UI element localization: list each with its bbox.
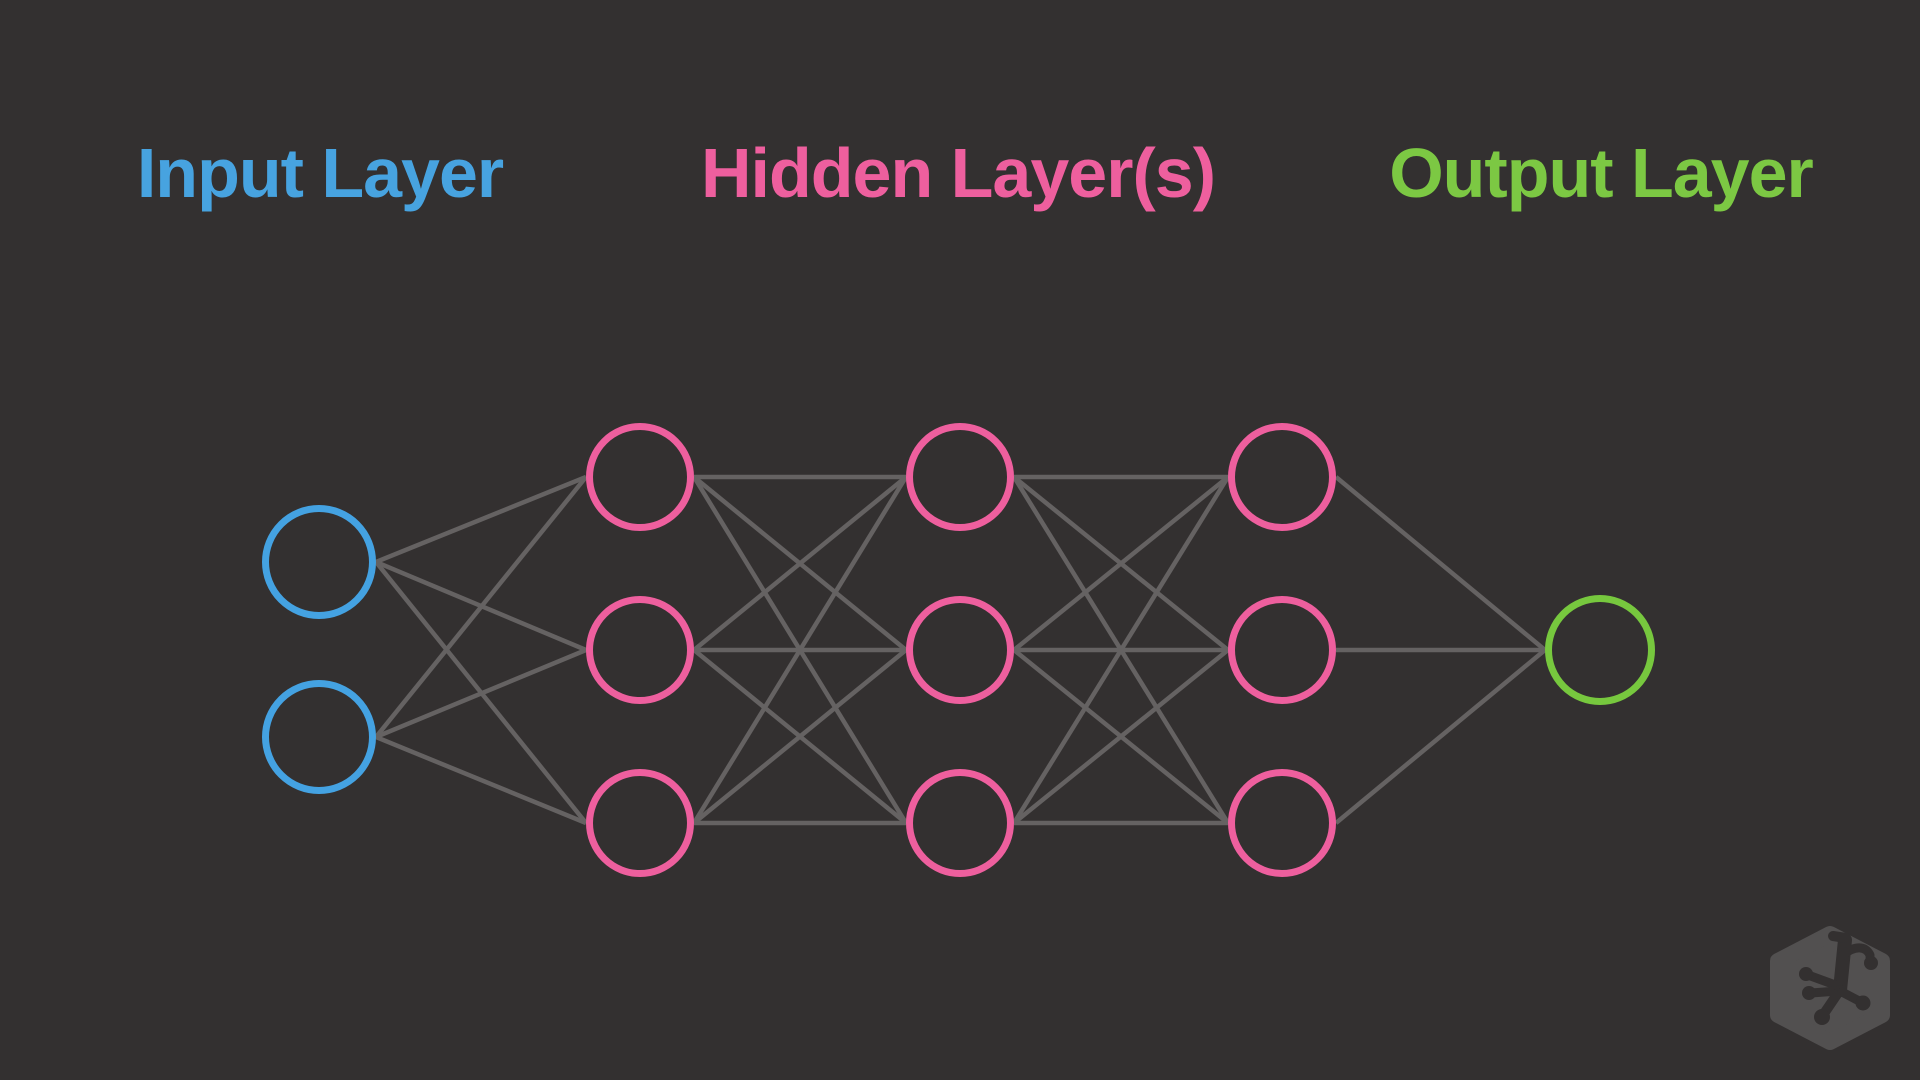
neuron-hidden-1-1 (586, 423, 694, 531)
neuron-input-1 (262, 505, 376, 619)
connection-line (374, 475, 588, 739)
logo-tree-cutout (1799, 931, 1878, 1025)
connection-line (692, 648, 908, 825)
neuron-hidden-2-2 (906, 596, 1014, 704)
neuron-hidden-2-1 (906, 423, 1014, 531)
neuron-hidden-3-1 (1228, 423, 1336, 531)
neuron-input-2 (262, 680, 376, 794)
connection-line (375, 734, 587, 826)
connection-line (1012, 475, 1230, 652)
output-layer-label: Output Layer (1389, 134, 1814, 212)
connection-line (375, 647, 587, 740)
connection-line (692, 475, 908, 825)
connection-line (692, 475, 908, 652)
neuron-hidden-3-2 (1228, 596, 1336, 704)
connection-line (1012, 475, 1230, 825)
hidden-layer-label: Hidden Layer(s) (701, 134, 1216, 212)
connection-line (1334, 648, 1547, 825)
neuron-hidden-2-3 (906, 769, 1014, 877)
neuron-hidden-1-2 (586, 596, 694, 704)
neuron-hidden-1-3 (586, 769, 694, 877)
input-layer-label: Input Layer (136, 134, 504, 212)
connection-line (1334, 475, 1547, 652)
treehouse-logo (1770, 926, 1890, 1050)
neuron-output-1 (1545, 595, 1655, 705)
connection-line (375, 474, 587, 565)
neuron-hidden-3-3 (1228, 769, 1336, 877)
connection-line (1012, 648, 1230, 825)
neuron-nodes (262, 423, 1655, 877)
connection-lines (374, 474, 1547, 826)
